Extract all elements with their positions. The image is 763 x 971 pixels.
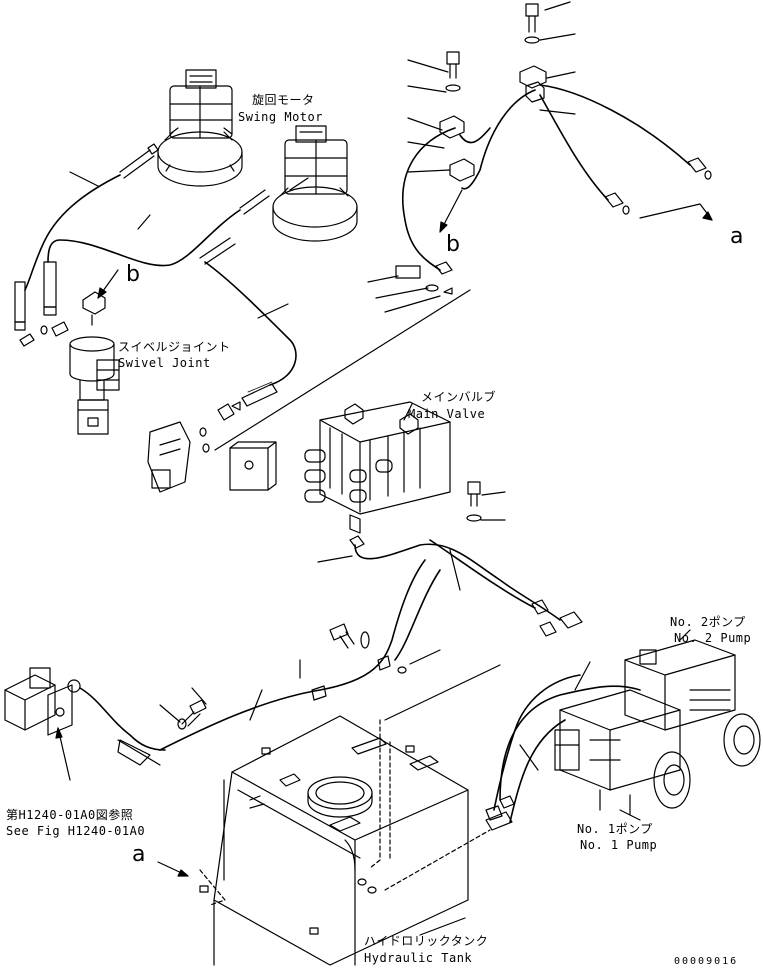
swivel-joint-label-en: Swivel Joint bbox=[118, 356, 211, 370]
upper-bolts-and-clamps bbox=[439, 3, 547, 182]
hydraulic-tank bbox=[199, 715, 469, 966]
leader-see-fig bbox=[117, 739, 161, 766]
swing-motor-left bbox=[157, 69, 243, 187]
valve-hose-leaders bbox=[317, 549, 461, 665]
swivel-joint bbox=[69, 336, 120, 435]
upper-hose-ends bbox=[395, 157, 712, 295]
center-bolt-washer bbox=[329, 623, 370, 649]
pump-no2 bbox=[624, 639, 761, 767]
pump2-label-jp: No. 2ポンプ bbox=[670, 615, 746, 629]
main-valve bbox=[304, 401, 451, 534]
pump1-label-en: No. 1 Pump bbox=[580, 838, 658, 852]
main-valve-label-en: Main Valve bbox=[408, 407, 486, 421]
solenoid-hose bbox=[79, 687, 166, 751]
pump-suction-hoses bbox=[493, 674, 641, 823]
document-number: 00009016 bbox=[674, 956, 739, 967]
see-fig-label-jp: 第H1240-01A0図参照 bbox=[6, 808, 134, 822]
hydraulic-tank-label-jp: ハイドロリックタンク bbox=[364, 934, 489, 948]
swing-motor-label-en: Swing Motor bbox=[238, 110, 323, 124]
swing-motor-label-jp: 旋回モータ bbox=[252, 93, 315, 107]
tank-dashed-leader-3 bbox=[384, 829, 491, 891]
leader-to-tank bbox=[384, 664, 501, 721]
hydraulic-tank-label-en: Hydraulic Tank bbox=[364, 951, 473, 965]
callout-a-top: a bbox=[730, 224, 744, 249]
pump1-label-jp: No. 1ポンプ bbox=[577, 822, 653, 836]
callout-b-right: b bbox=[446, 232, 460, 257]
pump-no1 bbox=[554, 689, 691, 816]
see-fig-label-en: See Fig H1240-01A0 bbox=[6, 824, 146, 838]
solenoid-valve-block bbox=[4, 667, 81, 736]
swing-motor-hose-fittings bbox=[119, 143, 309, 265]
pump2-label-en: No. 2 Pump bbox=[674, 631, 752, 645]
callout-b-left-arrow bbox=[97, 269, 119, 299]
leader-hose-left bbox=[249, 689, 263, 721]
tank-dashed-leader-4 bbox=[199, 869, 226, 906]
valve-bolts bbox=[466, 481, 506, 522]
hose-leader-1 bbox=[69, 171, 99, 187]
tank-drain-fitting bbox=[357, 878, 367, 886]
tank-dashed-leader-1 bbox=[369, 719, 381, 869]
hose-leader-2 bbox=[137, 214, 151, 230]
callout-b-left: b bbox=[126, 262, 140, 287]
pressure-switch-assembly bbox=[147, 381, 278, 493]
main-valve-label-jp: メインバルブ bbox=[421, 390, 497, 404]
see-fig-arrowhead bbox=[55, 727, 63, 739]
upper-hoses bbox=[402, 84, 691, 271]
hose-leader-3 bbox=[257, 303, 289, 319]
upper-leaders bbox=[367, 1, 576, 313]
tank-drain-fitting-2 bbox=[367, 886, 377, 894]
swing-hoses bbox=[24, 174, 297, 386]
leader-to-block bbox=[214, 289, 471, 451]
pump-hose-ends bbox=[485, 795, 515, 831]
leader-pump2 bbox=[679, 629, 691, 641]
leader-pump1 bbox=[619, 809, 641, 821]
solenoid-bolt bbox=[159, 687, 207, 730]
leader-see-fig-2 bbox=[117, 739, 151, 766]
callout-a-bottom-arrow bbox=[157, 861, 189, 877]
callout-a-bottom: a bbox=[132, 842, 146, 867]
swing-motor-right bbox=[272, 125, 358, 242]
swivel-joint-label-jp: スイベルジョイント bbox=[118, 340, 231, 354]
callout-a-top-arrow bbox=[639, 203, 713, 221]
leader-tank-label bbox=[419, 917, 466, 936]
leader-main-valve bbox=[403, 403, 413, 421]
leader-pump-hose-2 bbox=[574, 661, 591, 691]
valve-hose-ends bbox=[311, 535, 583, 701]
swivel-hose-fittings bbox=[14, 261, 106, 347]
callout-b-right-arrow bbox=[439, 189, 463, 233]
leader-pump-hose bbox=[519, 744, 539, 771]
valve-to-pump-hoses bbox=[159, 539, 561, 751]
